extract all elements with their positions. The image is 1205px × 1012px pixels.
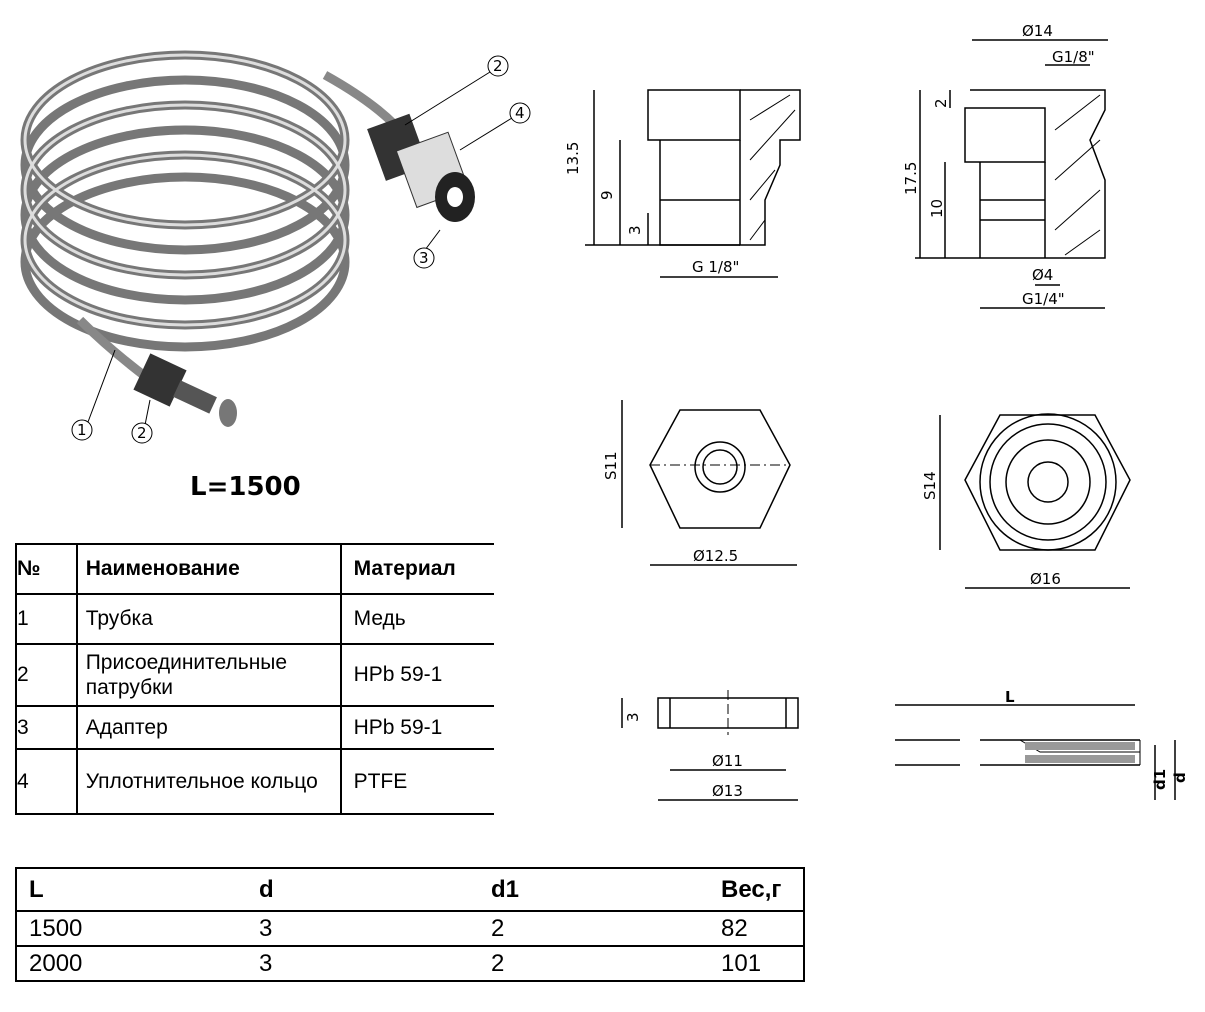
col-d: d bbox=[247, 867, 479, 912]
cell-name: Адаптер bbox=[76, 705, 342, 750]
dim-d4: Ø4 bbox=[1032, 266, 1053, 284]
cell-name: Присоединительные патрубки bbox=[76, 643, 342, 707]
cell-no: 1 bbox=[15, 593, 78, 645]
fitting-top-view: S14 Ø16 bbox=[921, 413, 1131, 589]
col-name: Наименование bbox=[76, 543, 342, 595]
dim-d13: Ø13 bbox=[712, 782, 743, 800]
col-d1: d1 bbox=[479, 867, 709, 912]
top-fitting bbox=[367, 113, 475, 222]
dim-s14: S14 bbox=[921, 471, 939, 500]
fitting-side-view: Ø14 G1/8" 2 17.5 10 Ø4 G1/4" bbox=[902, 22, 1108, 309]
dim-d: d bbox=[1171, 772, 1189, 783]
tube-section-view: L d1 d bbox=[895, 688, 1189, 800]
parts-table: № Наименование Материал 1 Трубка Медь 2 … bbox=[15, 543, 494, 815]
dim-d14: Ø14 bbox=[1022, 22, 1053, 40]
col-L: L bbox=[16, 867, 247, 912]
cell-L: 1500 bbox=[16, 910, 247, 947]
col-weight: Вес,г bbox=[709, 867, 804, 912]
callout-4: 4 bbox=[515, 104, 525, 122]
dim-2: 2 bbox=[932, 98, 950, 108]
cell-no: 4 bbox=[15, 748, 78, 815]
dim-d11: Ø11 bbox=[712, 752, 743, 770]
dim-10: 10 bbox=[928, 199, 946, 218]
cell-no: 3 bbox=[15, 705, 78, 750]
cell-material: HPb 59-1 bbox=[339, 705, 494, 750]
adapter-side-view: 13.5 9 3 G 1/8" bbox=[564, 89, 801, 278]
adapter-top-view: S11 Ø12.5 bbox=[602, 400, 797, 566]
technical-drawings: 13.5 9 3 G 1/8" Ø14 G1/8" 2 17.5 10 Ø4 G… bbox=[564, 22, 1189, 801]
dim-ring-3: 3 bbox=[624, 712, 642, 722]
table-row: 3 Адаптер HPb 59-1 bbox=[15, 705, 494, 750]
dim-9: 9 bbox=[598, 190, 616, 200]
cell-no: 2 bbox=[15, 643, 78, 707]
dim-L: L bbox=[1005, 688, 1015, 706]
dim-g18: G 1/8" bbox=[692, 258, 739, 276]
dim-g18-inner: G1/8" bbox=[1052, 48, 1095, 66]
table-row: 2 Присоединительные патрубки HPb 59-1 bbox=[15, 643, 494, 707]
capillary-coil-illustration: 2 4 3 1 2 bbox=[20, 50, 531, 444]
dimensions-table: L d d1 Вес,г 1500 3 2 82 2000 3 2 101 bbox=[15, 867, 805, 982]
col-material: Материал bbox=[339, 543, 494, 595]
dim-g14: G1/4" bbox=[1022, 290, 1065, 308]
table-row: 1 Трубка Медь bbox=[15, 593, 494, 645]
cell-name: Трубка bbox=[76, 593, 342, 645]
cell-L: 2000 bbox=[16, 945, 247, 982]
dim-d12-5: Ø12.5 bbox=[693, 547, 738, 565]
cell-d1: 2 bbox=[479, 910, 709, 947]
table-row: 1500 3 2 82 bbox=[16, 910, 804, 947]
dims-table-header: L d d1 Вес,г bbox=[16, 867, 804, 912]
callout-3: 3 bbox=[419, 249, 429, 267]
callout-2b: 2 bbox=[137, 424, 147, 442]
callout-2: 2 bbox=[493, 57, 503, 75]
cell-material: PTFE bbox=[339, 748, 494, 815]
table-row: 4 Уплотнительное кольцо PTFE bbox=[15, 748, 494, 815]
dim-d1: d1 bbox=[1151, 769, 1169, 790]
cell-material: Медь bbox=[339, 593, 494, 645]
cell-weight: 82 bbox=[709, 910, 804, 947]
length-caption: L=1500 bbox=[190, 472, 301, 502]
cell-d1: 2 bbox=[479, 945, 709, 982]
seal-ring-view: 3 Ø11 Ø13 bbox=[621, 690, 799, 801]
col-number: № bbox=[15, 543, 78, 595]
cell-d: 3 bbox=[247, 945, 479, 982]
callout-1: 1 bbox=[77, 421, 87, 439]
dim-3: 3 bbox=[626, 225, 644, 235]
dim-17-5: 17.5 bbox=[902, 162, 920, 195]
parts-table-header: № Наименование Материал bbox=[15, 543, 494, 595]
bottom-fitting bbox=[133, 353, 237, 427]
cell-d: 3 bbox=[247, 910, 479, 947]
cell-weight: 101 bbox=[709, 945, 804, 982]
cell-name: Уплотнительное кольцо bbox=[76, 748, 342, 815]
dim-13-5: 13.5 bbox=[564, 142, 582, 175]
dim-d16: Ø16 bbox=[1030, 570, 1061, 588]
table-row: 2000 3 2 101 bbox=[16, 945, 804, 982]
dim-s11: S11 bbox=[602, 451, 620, 480]
cell-material: HPb 59-1 bbox=[339, 643, 494, 707]
